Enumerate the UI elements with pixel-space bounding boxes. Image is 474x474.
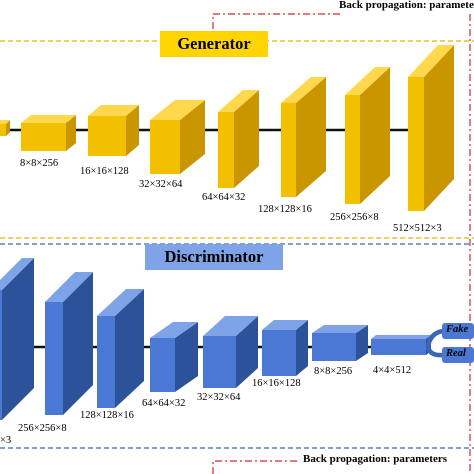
generator-layer-block-side-face [126, 105, 139, 156]
generator-layer-block-top-face [0, 120, 10, 124]
discriminator-layer-block-front-face [203, 336, 236, 388]
generator-layer-block [150, 100, 205, 174]
generator-layer-block-front-face [218, 112, 234, 188]
generator-layer-block-front-face [408, 77, 424, 211]
generator-layer-label: 512×512×3 [393, 223, 442, 234]
discriminator-layer-block-side-face [356, 325, 368, 361]
discriminator-layer-block-front-face [312, 333, 356, 361]
real-output-box [442, 347, 474, 363]
generator-layer-block [21, 115, 76, 151]
generator-layer-label: 8×8×256 [20, 158, 59, 169]
generator-layer-block-top-face [218, 90, 259, 112]
discriminator-layers [0, 258, 431, 420]
fake-output-label: Fake [446, 324, 469, 335]
discriminator-layer-block [97, 289, 144, 408]
discriminator-layer-label: 128×128×16 [80, 410, 134, 421]
discriminator-layer-block-top-face [262, 320, 308, 330]
discriminator-layer-block-side-face [175, 322, 198, 392]
generator-layers [0, 45, 454, 211]
generator-title: Generator [160, 31, 268, 57]
discriminator-layer-block-top-face [45, 272, 93, 302]
generator-layer-block-top-face [21, 115, 76, 123]
discriminator-layer-block [150, 322, 198, 392]
real-output-arrow [425, 346, 444, 358]
discriminator-layer-block-top-face [0, 258, 34, 290]
discriminator-layer-label: 64×64×32 [142, 398, 186, 409]
generator-layer-block-front-face [88, 116, 126, 156]
discriminator-layer-block-side-face [115, 289, 144, 408]
generator-layer-block-side-face [180, 100, 205, 174]
discriminator-layer-block-front-face [371, 339, 426, 355]
discriminator-layer-block-side-face [2, 258, 34, 420]
generator-layer-block [408, 45, 454, 211]
discriminator-layer-label: 256×256×8 [18, 423, 67, 434]
generator-layer-block [345, 67, 390, 204]
back-propagation-top-label: Back propagation: parameters [339, 0, 474, 11]
fake-output-arrow [425, 328, 444, 348]
back-propagation-bottom-line [212, 460, 300, 474]
generator-layer-block-top-face [408, 45, 454, 77]
generator-layer-block-side-face [234, 90, 259, 188]
fake-output-box [442, 323, 474, 339]
discriminator-layer-label: 8×8×256 [314, 366, 353, 377]
generator-layer-block-front-face [345, 95, 360, 204]
discriminator-layer-block [262, 320, 308, 376]
discriminator-layer-block-front-face [0, 290, 2, 420]
discriminator-layer-block [371, 335, 431, 355]
generator-layer-block-front-face [0, 124, 6, 136]
back-propagation-bottom-label: Back propagation: parameters [303, 453, 448, 465]
generator-title-text: Generator [177, 34, 251, 53]
generator-layer-block-side-face [424, 45, 454, 211]
generator-layer-block [218, 90, 259, 188]
generator-layer-label: 64×64×32 [202, 192, 246, 203]
discriminator-layer-block-top-face [150, 322, 198, 338]
discriminator-layer-block [312, 325, 368, 361]
discriminator-layer-block-top-face [203, 316, 258, 336]
discriminator-title: Discriminator [145, 244, 283, 270]
generator-layer-block-front-face [21, 123, 66, 151]
back-propagation-top-line [212, 13, 340, 29]
generator-layer-label: 32×32×64 [139, 179, 183, 190]
generator-layer-block-side-face [6, 120, 10, 136]
generator-layer-block-side-face [66, 115, 76, 151]
discriminator-layer-label: 4×4×512 [373, 365, 412, 376]
generator-layer-block [88, 105, 139, 156]
discriminator-layer-block-side-face [63, 272, 93, 415]
discriminator-layer-label: 32×32×64 [197, 392, 241, 403]
discriminator-layer-block-top-face [97, 289, 144, 316]
discriminator-layer-block-side-face [236, 316, 258, 388]
generator-layer-label: 16×16×128 [80, 166, 129, 177]
discriminator-layer-block-front-face [262, 330, 296, 376]
discriminator-layer-block-top-face [371, 335, 431, 339]
generator-layer-block-side-face [296, 77, 326, 197]
discriminator-layer-block-front-face [45, 302, 63, 415]
discriminator-layer-block-front-face [97, 316, 115, 408]
generator-layer-label: 128×128×16 [258, 204, 312, 215]
discriminator-layer-block-side-face [296, 320, 308, 376]
generator-layer-block-top-face [281, 77, 326, 103]
discriminator-layer-block [203, 316, 258, 388]
generator-layer-block [0, 120, 10, 136]
generator-layer-block-top-face [88, 105, 139, 116]
generator-layer-label: 256×256×8 [330, 212, 379, 223]
generator-layer-block-top-face [345, 67, 390, 95]
discriminator-layer-block [0, 258, 34, 420]
generator-layer-block [281, 77, 326, 197]
generator-layer-block-front-face [281, 103, 296, 197]
discriminator-layer-block-front-face [150, 338, 175, 392]
generator-layer-block-top-face [150, 100, 205, 120]
discriminator-layer-label: ×3 [0, 435, 12, 446]
discriminator-layer-block [45, 272, 93, 415]
generator-layer-block-side-face [360, 67, 390, 204]
generator-layer-block-front-face [150, 120, 180, 174]
discriminator-layer-label: 16×16×128 [252, 378, 301, 389]
discriminator-layer-block-top-face [312, 325, 368, 333]
discriminator-title-text: Discriminator [164, 247, 264, 266]
real-output-label: Real [446, 348, 466, 359]
